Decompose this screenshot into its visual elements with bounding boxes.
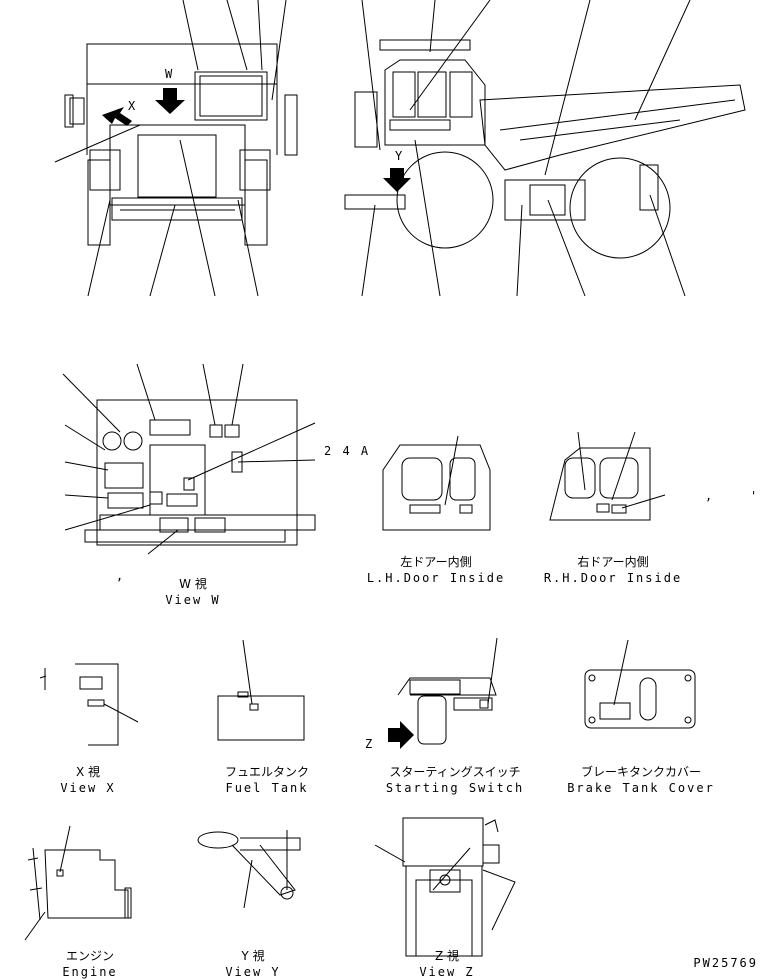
lh-door-caption-en: L.H.Door Inside — [367, 571, 505, 585]
view-z-caption-jp: Z 視 — [435, 948, 459, 963]
view-y-caption-jp: Y 視 — [240, 948, 264, 963]
brake-tank-cover-drawing — [584, 639, 696, 729]
view-x-caption-en: View X — [60, 781, 115, 795]
engine-caption-jp: エンジン — [66, 949, 114, 963]
arrow-left-icon — [102, 107, 132, 126]
lh-door-caption-jp: 左ドアー内側 — [400, 554, 471, 569]
truck-front-view: W X — [54, 0, 298, 297]
view-z-letter: Z — [365, 737, 374, 751]
fuel-tank-caption-en: Fuel Tank — [225, 781, 308, 795]
arrow-right-icon — [388, 721, 414, 749]
arrow-down-icon — [155, 88, 185, 114]
fuel-tank-caption-jp: フュエルタンク — [225, 765, 309, 779]
view-y-letter: Y — [395, 149, 404, 163]
view-y-drawing — [197, 830, 301, 909]
view-w-caption-en: View W — [165, 593, 220, 607]
brake-tank-cover-caption-en: Brake Tank Cover — [567, 781, 715, 795]
view-w-letter: W — [165, 67, 174, 81]
starting-switch-caption-jp: スターティングスイッチ — [389, 765, 520, 779]
stray-mark: , — [705, 489, 714, 503]
stray-mark: ' — [750, 489, 759, 503]
view-z-caption-en: View Z — [419, 965, 474, 979]
view-x-letter: X — [128, 99, 137, 113]
view-x-drawing — [39, 663, 139, 746]
ref-24a-label: 2 4 A — [324, 444, 370, 458]
engine-drawing — [24, 825, 132, 941]
lh-door-drawing — [382, 435, 491, 531]
rh-door-caption-jp: 右ドアー内側 — [577, 554, 648, 569]
fuel-tank-drawing — [217, 639, 305, 741]
starting-switch-drawing: Z — [365, 637, 498, 751]
view-y-caption-en: View Y — [225, 965, 280, 979]
rh-door-caption-en: R.H.Door Inside — [544, 571, 682, 585]
view-x-caption-jp: X 視 — [76, 764, 100, 779]
truck-side-view: Y — [344, 0, 746, 297]
arrow-down-icon — [383, 168, 411, 192]
view-w-caption-jp: W 視 — [179, 576, 207, 591]
engine-caption-en: Engine — [62, 965, 117, 979]
drawing-code: PW25769 — [693, 956, 758, 970]
starting-switch-caption-en: Starting Switch — [386, 781, 524, 795]
view-w-drawing: 2 4 A , — [62, 363, 370, 583]
rh-door-drawing: , ' — [549, 431, 759, 521]
view-z-drawing — [374, 817, 516, 957]
stray-mark: , — [116, 569, 125, 583]
brake-tank-cover-caption-jp: ブレーキタンクカバー — [581, 764, 701, 779]
